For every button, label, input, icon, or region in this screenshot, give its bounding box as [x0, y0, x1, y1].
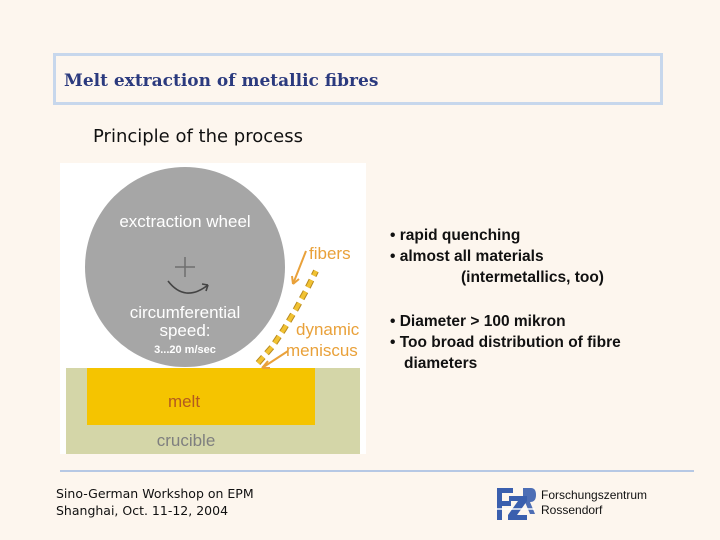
slide-subtitle: Principle of the process	[93, 126, 303, 147]
melt-shape	[87, 368, 315, 425]
fibers-pointer-head	[291, 275, 300, 285]
bullet-broad-distribution: • Too broad distribution of fibre	[390, 334, 621, 351]
fibers-label: fibers	[309, 244, 351, 263]
meniscus-label-line2: meniscus	[286, 341, 358, 360]
bullet-intermetallics: (intermetallics, too)	[461, 269, 604, 286]
bullet-diameters: diameters	[404, 355, 478, 372]
meniscus-pointer	[261, 350, 289, 369]
footer-divider	[60, 470, 694, 472]
rotation-arrow	[167, 280, 209, 294]
meniscus-label-line1: dynamic	[296, 320, 360, 339]
process-diagram: exctraction wheel circumferential speed:…	[60, 163, 366, 454]
speed-label-line2: speed:	[159, 321, 210, 340]
bullet-group-1: • rapid quenching • almost all materials…	[390, 225, 604, 288]
wheel-label: exctraction wheel	[119, 212, 250, 231]
title-box: Melt extraction of metallic fibres	[53, 53, 663, 105]
rotation-arrowhead	[201, 283, 209, 292]
footer-event-name: Sino-German Workshop on EPM	[56, 486, 254, 501]
bullet-diameter: • Diameter > 100 mikron	[390, 313, 566, 330]
bullet-rapid-quenching: • rapid quenching	[390, 227, 521, 244]
melt-label: melt	[168, 392, 200, 411]
fzr-logo-icon	[493, 484, 537, 524]
fibers-path-fill	[256, 270, 318, 365]
speed-value: 3...20 m/sec	[154, 344, 216, 356]
crucible-label: crucible	[157, 431, 216, 450]
meniscus-pointer-head	[261, 360, 270, 369]
speed-label-line1: circumferential	[130, 303, 241, 322]
footer-institution: Forschungszentrum Rossendorf	[541, 488, 647, 518]
footer-institution-line2: Rossendorf	[541, 503, 603, 517]
slide-title: Melt extraction of metallic fibres	[64, 71, 379, 91]
footer-event-date: Shanghai, Oct. 11-12, 2004	[56, 503, 229, 518]
footer-event: Sino-German Workshop on EPM Shanghai, Oc…	[56, 485, 254, 519]
footer-institution-line1: Forschungszentrum	[541, 488, 648, 502]
bullet-almost-all-materials: • almost all materials	[390, 248, 544, 265]
bullet-group-2: • Diameter > 100 mikron • Too broad dist…	[390, 311, 621, 374]
fibers-pointer	[292, 250, 307, 285]
